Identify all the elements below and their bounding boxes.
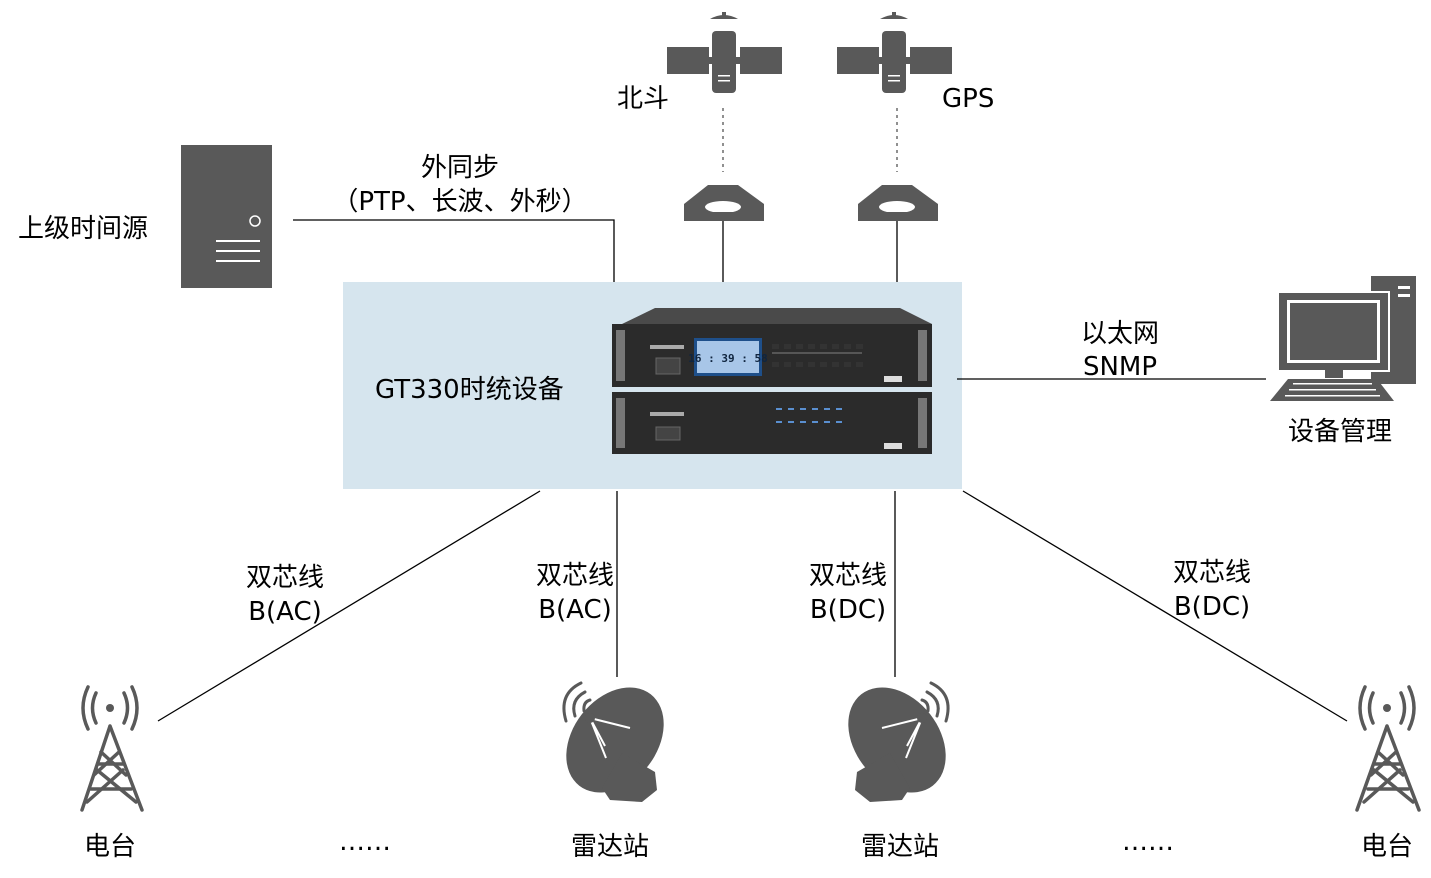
external-sync-title: 外同步 bbox=[420, 153, 499, 183]
radio-tower-icon bbox=[1383, 704, 1391, 712]
radar-dish-icon bbox=[848, 681, 950, 802]
beidou-label: 北斗 bbox=[617, 84, 670, 114]
link-label-left-station-type: 双芯线 bbox=[245, 563, 324, 593]
link-label-radar-2-type: 双芯线 bbox=[808, 561, 887, 591]
link-label-radar-1-type: 双芯线 bbox=[535, 561, 614, 591]
link-line-right-station bbox=[962, 490, 1348, 722]
antenna-icon bbox=[858, 185, 938, 221]
computer-icon bbox=[1270, 276, 1416, 401]
upper-source-label: 上级时间源 bbox=[18, 214, 149, 244]
link-label-right-station-code: B(DC) bbox=[1173, 592, 1251, 622]
left-ellipsis: …… bbox=[339, 827, 391, 857]
ethernet-label: 以太网 bbox=[1080, 319, 1159, 349]
antenna-icon bbox=[684, 185, 764, 221]
snmp-label: SNMP bbox=[1082, 352, 1158, 382]
server-icon bbox=[181, 145, 272, 288]
link-line-left-station bbox=[157, 490, 541, 722]
link-label-right-station-type: 双芯线 bbox=[1172, 558, 1251, 588]
radio-tower-icon bbox=[106, 704, 114, 712]
left-station-label: 电台 bbox=[83, 832, 136, 862]
external-sync-detail: （PTP、长波、外秒） bbox=[332, 187, 588, 217]
satellite-icon bbox=[837, 12, 952, 93]
radio-tower-icon bbox=[1355, 685, 1421, 812]
device-display-time: 16 : 39 : 58 bbox=[688, 352, 767, 365]
link-label-radar-1-code: B(AC) bbox=[538, 595, 612, 625]
radar-1-label: 雷达站 bbox=[570, 832, 649, 862]
satellite-icon bbox=[667, 12, 782, 93]
radio-tower-icon bbox=[80, 685, 144, 812]
rack-device-icon bbox=[612, 308, 932, 454]
system-label: GT330时统设备 bbox=[375, 375, 564, 405]
radar-2-label: 雷达站 bbox=[860, 832, 939, 862]
link-label-left-station-code: B(AC) bbox=[248, 597, 322, 627]
link-label-radar-2-code: B(DC) bbox=[809, 595, 887, 625]
right-ellipsis: …… bbox=[1122, 827, 1174, 857]
gps-label: GPS bbox=[942, 84, 995, 114]
right-station-label: 电台 bbox=[1360, 832, 1413, 862]
management-label: 设备管理 bbox=[1287, 417, 1392, 447]
external-sync-line bbox=[293, 219, 615, 282]
radar-dish-icon bbox=[562, 681, 664, 802]
